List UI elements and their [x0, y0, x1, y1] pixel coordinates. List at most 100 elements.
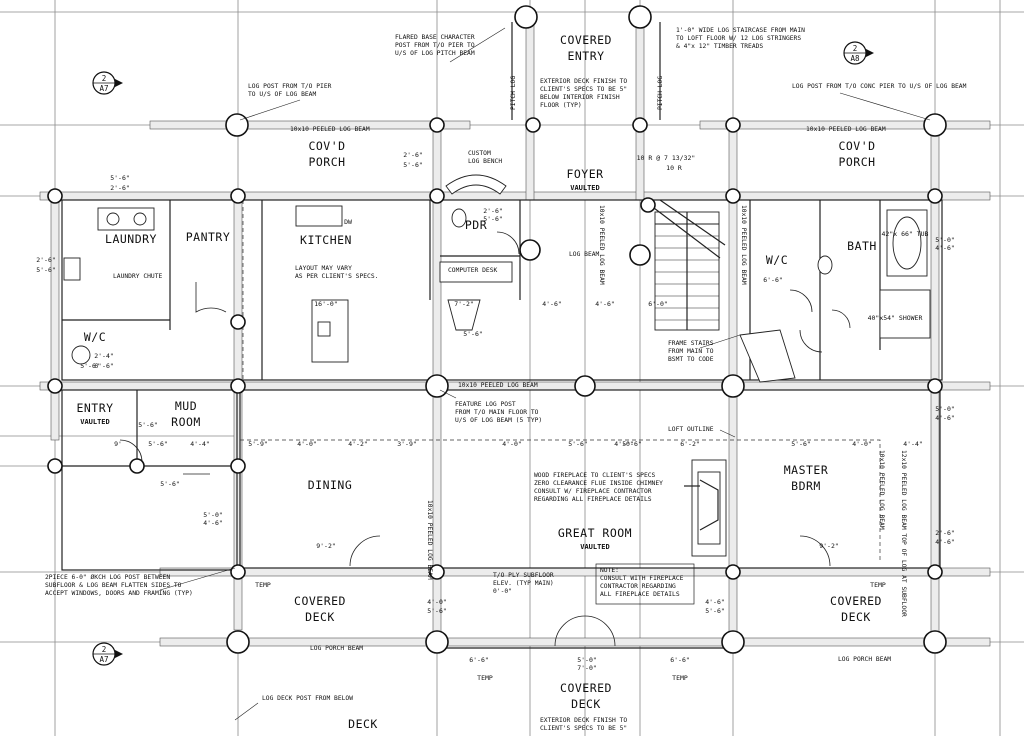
room-name-line2: ENTRY — [567, 49, 604, 63]
note-line: LOG POST FROM T/O PIER — [248, 83, 332, 90]
room-name-line2: DECK — [571, 697, 601, 711]
room-name: LAUNDRY — [105, 232, 157, 246]
room-name: PDR — [465, 218, 487, 232]
note-line: TO LOFT FLOOR W/ 12 LOG STRINGERS — [676, 35, 801, 42]
dimension-text: 4'-6" — [542, 300, 562, 308]
dimension-text: 5'-6" — [622, 440, 642, 448]
beam-label: 10x10 PEELED LOG BEAM — [458, 382, 538, 389]
dimension-text: 9' — [114, 440, 122, 448]
log-post — [47, 378, 63, 394]
note-line: T/O PLY SUBFLOOR — [493, 572, 554, 579]
grid-tag-sheet: A7 — [99, 84, 108, 93]
room-name-line2: PORCH — [308, 155, 345, 169]
note-line: REGARDING ALL FIREPLACE DETAILS — [534, 496, 652, 503]
log-beams — [39, 19, 991, 647]
note-line: LOFT OUTLINE — [668, 426, 714, 433]
note-line: EXTERIOR DECK FINISH TO — [540, 717, 627, 724]
fixtures — [63, 174, 931, 365]
log-staircase — [649, 199, 796, 383]
log-post — [230, 564, 246, 580]
note-line: 2PIECE 6-0" ØKCH LOG POST BETWEEN — [45, 573, 170, 581]
note-line: & 4"x 12" TIMBER TREADS — [676, 43, 763, 50]
log-post — [927, 188, 943, 204]
dimension-text: 6'-0" — [648, 300, 668, 308]
dimension-text: 4'-0" — [502, 440, 522, 448]
room-name: COVERED — [294, 594, 346, 608]
dimension-text: 5'-0" — [203, 511, 223, 519]
tag-2-a8-top: 2A8 — [843, 41, 874, 65]
room-laundry: LAUNDRY — [105, 232, 157, 246]
note-log-post-between: 2PIECE 6-0" ØKCH LOG POST BETWEENSUBFLOO… — [45, 573, 193, 597]
dimension-text: TEMP — [255, 581, 271, 589]
room-labels: COVEREDENTRYCOV'DPORCHCOV'DPORCHFOYERVAU… — [76, 33, 881, 731]
dimension-text: 4'-6" — [203, 519, 223, 527]
tag-2-a7-top: 2A7 — [92, 71, 123, 95]
dimension-labels: 2'-6"5'-6"5'-6"2'-6"2'-6"5'-6"2'-6"5'-6"… — [36, 151, 955, 682]
log-post — [129, 458, 145, 474]
room-subtitle: VAULTED — [570, 184, 600, 192]
room-name: W/C — [766, 253, 788, 267]
dimension-text: 42"x 66" TUB — [882, 230, 929, 238]
dimension-text: 9'-2" — [819, 542, 839, 550]
log-post — [47, 458, 63, 474]
note-line: CLIENT'S SPECS TO BE 5" — [540, 725, 627, 732]
room-name: PANTRY — [186, 230, 231, 244]
dimension-text: 40"x54" SHOWER — [868, 314, 923, 322]
dimension-text: 6'-6" — [763, 276, 783, 284]
room-name: DINING — [308, 478, 353, 492]
note-line: AS PER CLIENT'S SPECS. — [295, 273, 378, 280]
beam-label: LOG BEAM — [569, 251, 600, 258]
dimension-text: 5'-6" — [110, 174, 130, 182]
dimension-text: 7'-2" — [454, 300, 474, 308]
note-line: 0'-0" — [493, 588, 512, 595]
note-line: POST FROM T/O PIER TO — [395, 42, 475, 49]
room-name: COV'D — [838, 139, 875, 153]
grid-tag-number: 2 — [102, 74, 107, 83]
dimension-text: 5'-6" — [160, 480, 180, 488]
leader-lines — [159, 27, 931, 721]
room-dining: DINING — [308, 478, 353, 492]
note-line: U/S OF LOG PITCH BEAM — [395, 50, 475, 57]
doors — [119, 231, 851, 647]
feature-log-post — [628, 5, 652, 29]
log-post — [725, 564, 741, 580]
dimension-text: 4'-6" — [935, 414, 955, 422]
log-post — [923, 630, 947, 654]
dimension-text: 4'-0" — [614, 440, 634, 448]
dimension-text: 4'-6" — [705, 598, 725, 606]
dimension-text: 4'-6" — [935, 538, 955, 546]
dimension-text: 9'-2" — [316, 542, 336, 550]
beam-label: PITCH LOG — [510, 76, 517, 110]
note-line: FEATURE LOG POST — [455, 401, 516, 408]
note-laundry-chute: LAUNDRY CHUTE — [113, 273, 162, 280]
dimension-text: 4'-6" — [595, 300, 615, 308]
dimension-text: 5'-6" — [791, 440, 811, 448]
beam-label: 10x10 PEELED LOG BEAM — [426, 500, 433, 580]
note-line: FLOOR (TYP) — [540, 102, 582, 109]
feature-log-post — [519, 239, 541, 261]
log-post — [425, 630, 449, 654]
log-post — [429, 117, 445, 133]
dimension-text: 5'-6" — [427, 607, 447, 615]
dimension-text: 4'-0" — [297, 440, 317, 448]
beam-label: 10x10 PEELED LOG BEAM — [598, 205, 605, 285]
note-log-deck-post: LOG DECK POST FROM BELOW — [262, 695, 353, 702]
note-box-outline — [595, 563, 695, 605]
note-line: CUSTOM — [468, 150, 491, 157]
room-name: MUD — [175, 399, 197, 413]
feature-log-post — [629, 244, 651, 266]
feature-log-post — [514, 5, 538, 29]
grid-tag-number: 2 — [853, 44, 858, 53]
dimension-text: 10 R — [666, 164, 682, 172]
